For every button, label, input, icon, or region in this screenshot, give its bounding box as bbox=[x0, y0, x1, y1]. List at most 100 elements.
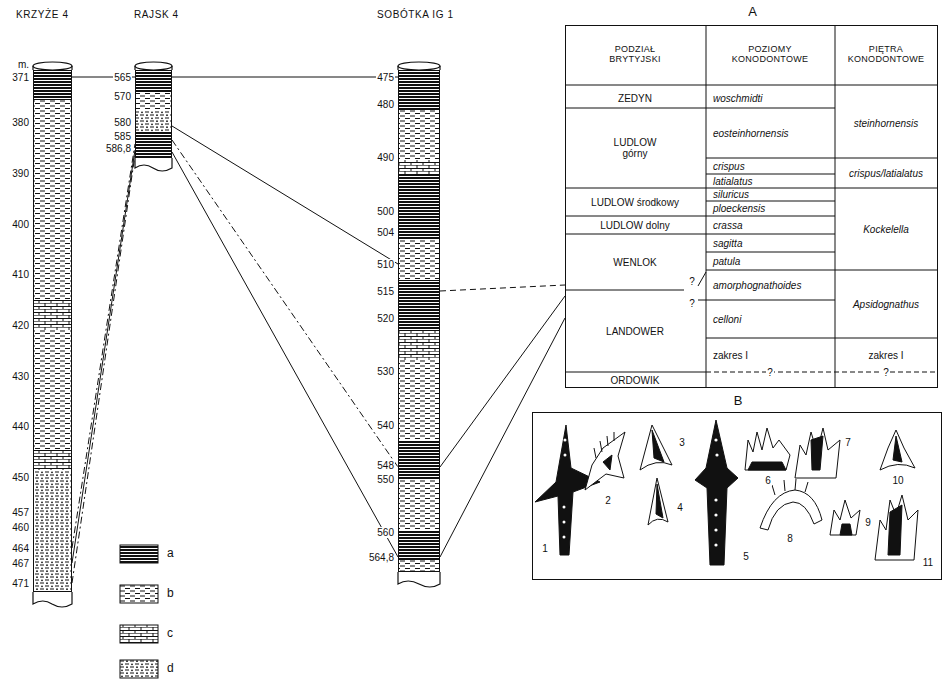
table-grid bbox=[698, 300, 706, 301]
table-grid bbox=[706, 25, 707, 388]
core-rajsk bbox=[135, 62, 172, 171]
uncertain-mark: ? bbox=[688, 298, 696, 309]
borehole-column: KRZYŻE 4 bbox=[33, 70, 72, 592]
correlation-line bbox=[172, 77, 398, 78]
conodont-drawings bbox=[535, 425, 600, 555]
depth-label: 490 bbox=[376, 152, 395, 163]
core-sobotka bbox=[398, 572, 440, 587]
conodont-drawings bbox=[535, 420, 918, 565]
correlation-line bbox=[172, 140, 398, 467]
core-sobotka bbox=[398, 240, 440, 280]
legend-letter: d bbox=[166, 662, 175, 675]
core-krzyze bbox=[33, 330, 72, 450]
series-name: ORDOWIK bbox=[610, 375, 661, 386]
conodont-zone: siluricus bbox=[712, 189, 750, 200]
table-grid bbox=[565, 372, 706, 373]
depth-label: 548 bbox=[376, 460, 395, 471]
legend-swatches bbox=[120, 625, 158, 643]
depth-label: 500 bbox=[376, 206, 395, 217]
depth-label: 580 bbox=[113, 117, 132, 128]
borehole-name: RAJSK 4 bbox=[132, 9, 181, 20]
conodont-drawings bbox=[563, 506, 566, 509]
conodont-drawings bbox=[603, 455, 612, 470]
core-sobotka bbox=[398, 110, 440, 160]
depth-label: 520 bbox=[376, 313, 395, 324]
table-grid bbox=[706, 270, 938, 271]
conodont-zone: celloni bbox=[712, 314, 742, 325]
conodont-drawings bbox=[652, 430, 664, 462]
table-grid bbox=[565, 234, 706, 235]
conodont-drawings bbox=[695, 420, 738, 565]
depth-label: 457 bbox=[11, 507, 30, 518]
core-krzyze bbox=[33, 592, 72, 607]
legend-swatches bbox=[120, 545, 158, 563]
conodont-drawings bbox=[715, 453, 718, 456]
core-rajsk bbox=[135, 62, 172, 70]
depth-label: 410 bbox=[11, 269, 30, 280]
core-sobotka bbox=[398, 280, 440, 330]
conodont-drawings bbox=[585, 432, 625, 490]
callout-number: 10 bbox=[891, 475, 904, 486]
depth-label: 450 bbox=[11, 472, 30, 483]
depth-label: 430 bbox=[11, 371, 30, 382]
series-name: ZEDYN bbox=[617, 93, 653, 104]
conodont-drawings bbox=[640, 425, 672, 470]
conodont-drawings bbox=[594, 432, 614, 458]
depth-label: 550 bbox=[376, 474, 395, 485]
depth-label: 420 bbox=[11, 320, 30, 331]
core-sobotka bbox=[398, 70, 440, 110]
panel-letter: A bbox=[746, 5, 759, 19]
depth-label: 380 bbox=[11, 117, 30, 128]
depth-label: 471 bbox=[11, 578, 30, 589]
conodont-zone: latialatus bbox=[712, 176, 753, 187]
table-grid bbox=[706, 252, 835, 253]
conodont-drawings bbox=[564, 439, 567, 442]
correlation-line bbox=[440, 296, 565, 467]
table-header: POZIOMY KONODONTOWE bbox=[724, 45, 816, 65]
depth-label: 564,8 bbox=[368, 552, 395, 563]
correlation-line bbox=[440, 285, 565, 291]
borehole-column: RAJSK 4 bbox=[135, 70, 172, 158]
series-name: LUDLOW górny bbox=[604, 137, 666, 159]
depth-label: 586,8 bbox=[105, 143, 132, 154]
correlation-line bbox=[72, 150, 135, 563]
conodont-zone: ploeckensis bbox=[712, 203, 766, 214]
conodont-zone: zakres I bbox=[712, 350, 749, 361]
callout-number: 2 bbox=[604, 495, 612, 506]
depth-label: 390 bbox=[11, 168, 30, 179]
legend-swatches bbox=[120, 545, 158, 678]
correlation-line bbox=[440, 318, 565, 557]
series-name: LUDLOW dolny bbox=[599, 220, 670, 231]
callout-number: 9 bbox=[864, 517, 872, 528]
depth-label: 440 bbox=[11, 421, 30, 432]
depth-label: 540 bbox=[376, 420, 395, 431]
table-grid bbox=[565, 25, 938, 388]
borehole-name: KRZYŻE 4 bbox=[14, 9, 71, 20]
conodont-drawings bbox=[714, 528, 717, 531]
conodont-zone: eosteinhornensis bbox=[712, 128, 790, 139]
conodont-drawings bbox=[888, 505, 902, 555]
conodont-zone: sagitta bbox=[712, 238, 743, 249]
depth-label: 585 bbox=[113, 131, 132, 142]
core-sobotka bbox=[398, 62, 440, 70]
series-name: LANDOWER bbox=[605, 326, 665, 337]
table-grid bbox=[565, 108, 835, 109]
correlation-line bbox=[72, 144, 135, 548]
depth-label: 467 bbox=[11, 558, 30, 569]
depth-label: m. bbox=[17, 59, 30, 70]
conodont-stage: zakres I bbox=[867, 350, 904, 361]
depth-label: 560 bbox=[376, 527, 395, 538]
core-krzyze bbox=[33, 100, 72, 300]
conodont-drawings bbox=[811, 436, 823, 470]
conodont-drawings bbox=[564, 454, 567, 457]
conodont-drawings bbox=[563, 521, 566, 524]
core-sobotka bbox=[398, 440, 440, 480]
callout-number: 11 bbox=[922, 557, 934, 568]
depth-label: 371 bbox=[11, 72, 30, 83]
table-grid bbox=[706, 338, 938, 339]
conodont-drawings bbox=[656, 484, 663, 518]
conodont-drawings bbox=[875, 495, 918, 560]
depth-label: 510 bbox=[376, 259, 395, 270]
